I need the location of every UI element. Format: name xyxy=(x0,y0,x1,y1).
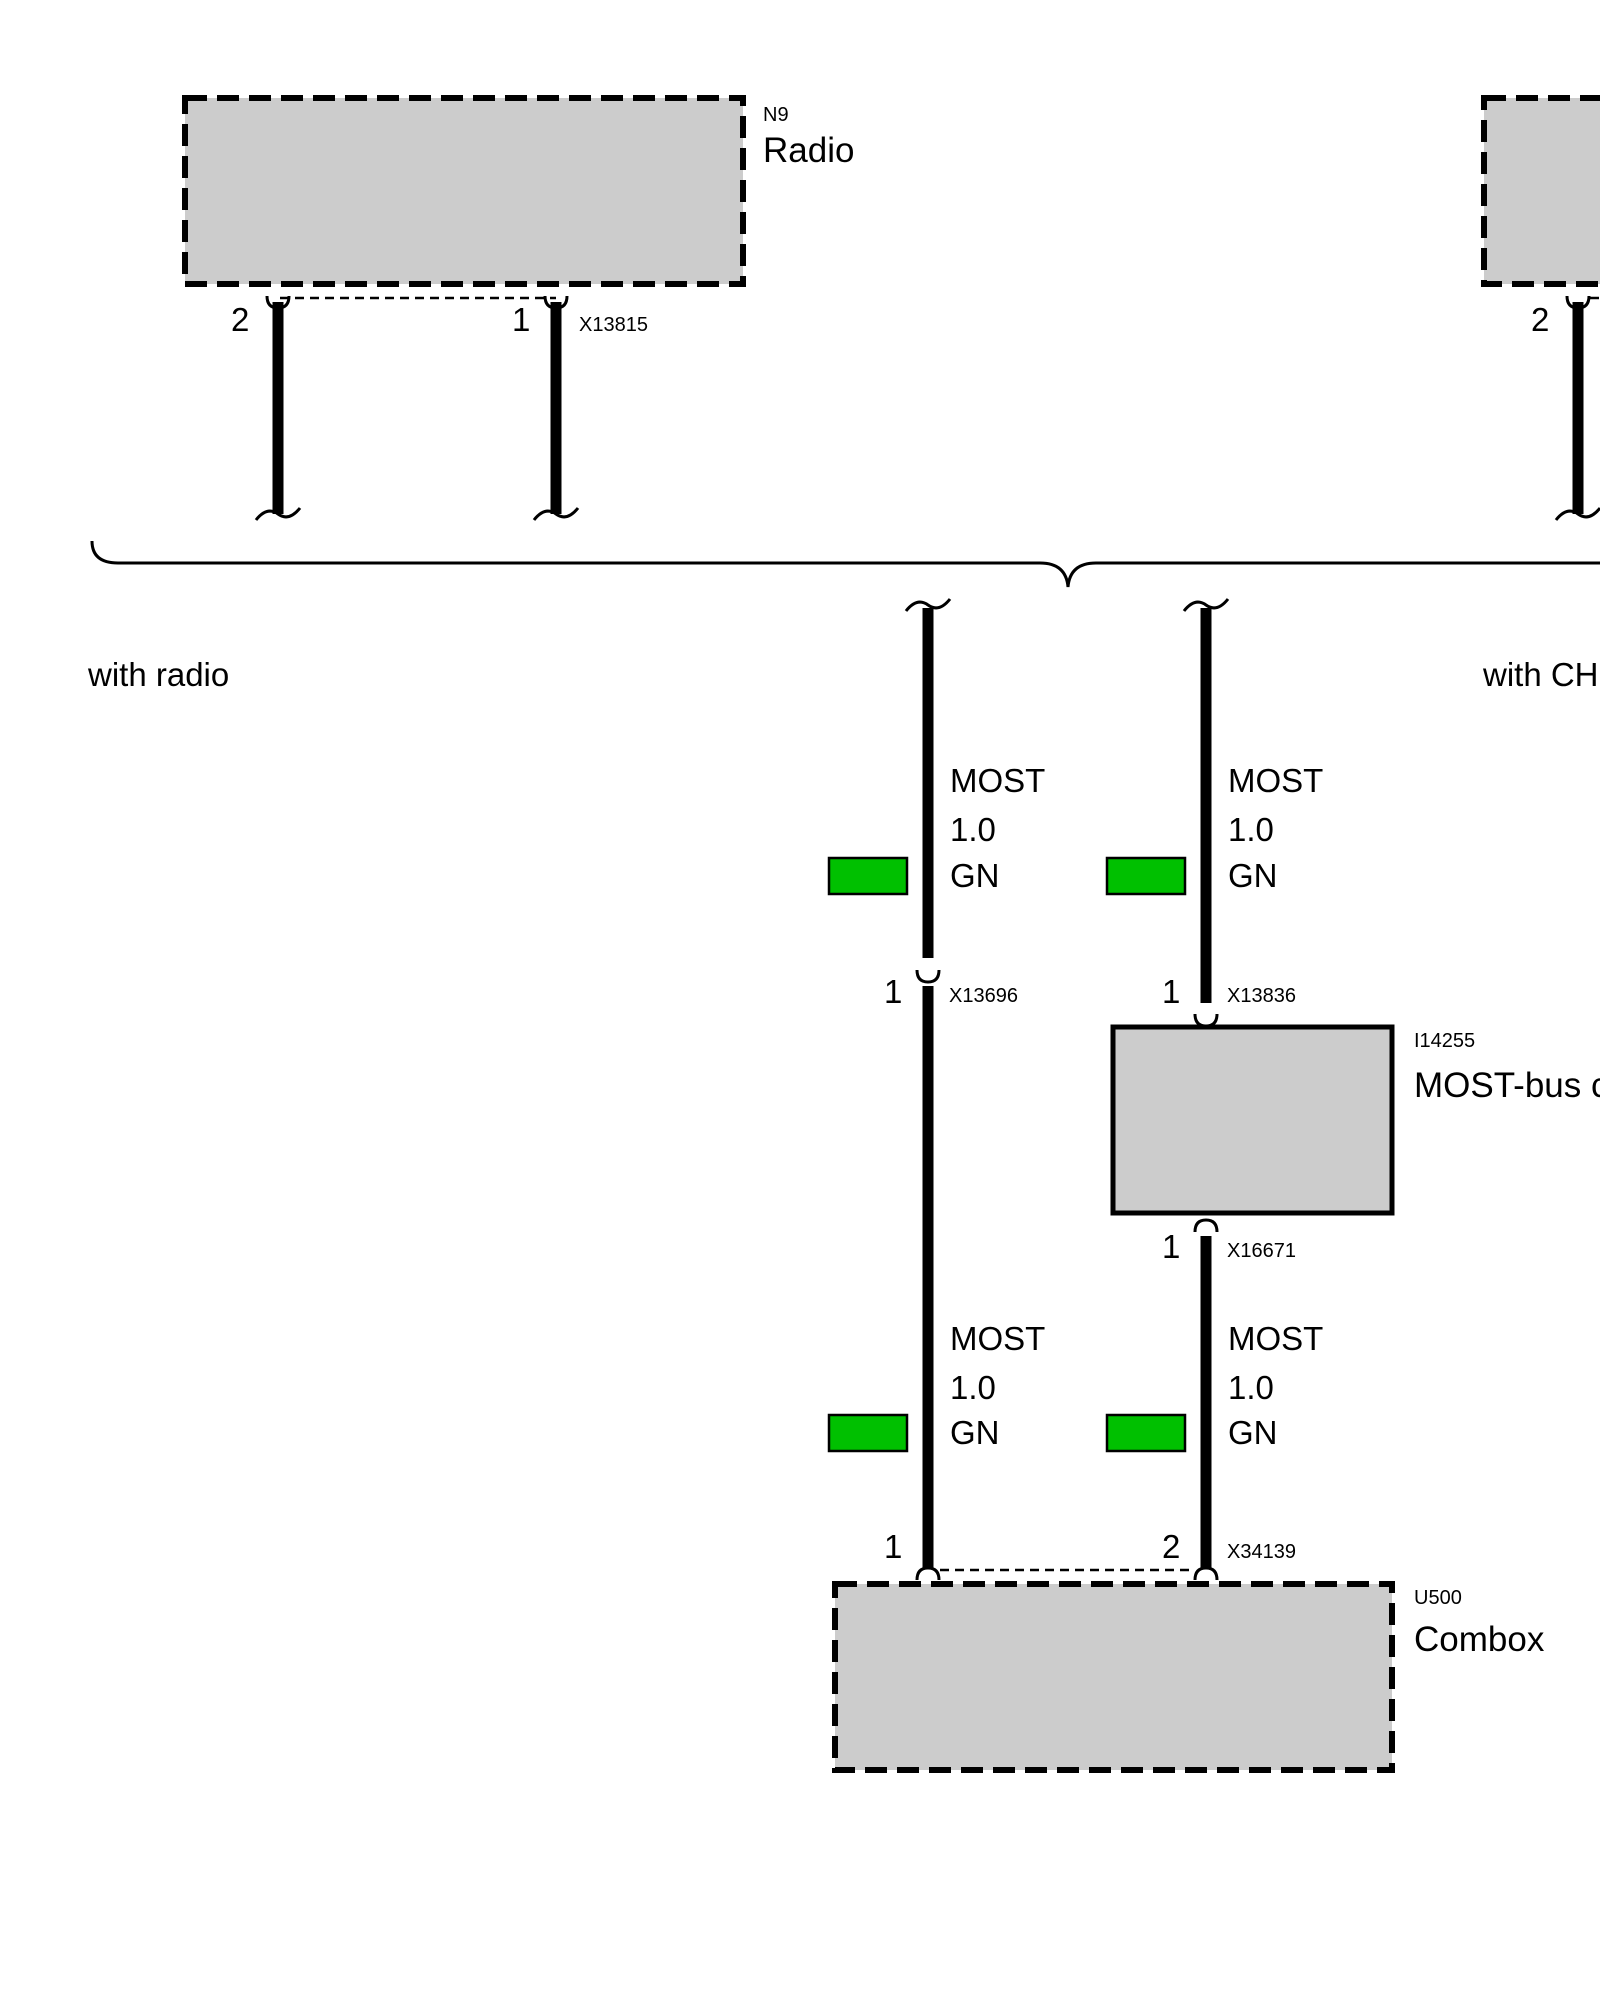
combox-pin1-hook xyxy=(915,1566,941,1581)
connector-x13836-code: X13836 xyxy=(1227,985,1296,1007)
most-bus-component[interactable]: I14255 MOST-bus c xyxy=(1110,1024,1600,1216)
wire-lower-right-color: GN xyxy=(1228,1414,1278,1451)
connector-x16671-hook xyxy=(1193,1218,1219,1233)
wire-lower-left-color-swatch xyxy=(827,1413,909,1453)
combox-pin-2-label: 2 xyxy=(1162,1528,1180,1565)
radio-wires[interactable] xyxy=(254,302,580,521)
combox-pin-1-label: 1 xyxy=(884,1528,902,1565)
connector-x13696: 1 X13696 xyxy=(884,969,1018,1010)
wire-upper-right-type: MOST xyxy=(1228,762,1323,799)
radio-code: N9 xyxy=(763,104,789,126)
wire-lower-left-type: MOST xyxy=(950,1320,1045,1357)
wire-upper-left-type: MOST xyxy=(950,762,1045,799)
wire-lower-right[interactable]: MOST 1.0 GN xyxy=(1105,1236,1323,1568)
wire-lower-left[interactable]: MOST 1.0 GN xyxy=(827,986,1045,1568)
wire-upper-right[interactable]: MOST 1.0 GN xyxy=(1105,598,1323,1003)
connector-x16671-code: X16671 xyxy=(1227,1240,1296,1262)
radio-component[interactable]: N9 Radio xyxy=(182,95,854,287)
combox-connector-x34139: 1 2 X34139 xyxy=(884,1528,1296,1581)
radio-connector-x13815: 2 1 X13815 xyxy=(231,295,648,338)
wire-lower-right-type: MOST xyxy=(1228,1320,1323,1357)
radio-box[interactable] xyxy=(182,95,746,287)
connector-x13696-hook xyxy=(915,969,941,984)
connector-x13696-code: X13696 xyxy=(949,985,1018,1007)
most-bus-box[interactable] xyxy=(1110,1024,1395,1216)
combox-code: U500 xyxy=(1414,1587,1462,1609)
wire-upper-left-color-swatch xyxy=(827,856,909,896)
wire-upper-right-color: GN xyxy=(1228,857,1278,894)
wire-lower-left-color: GN xyxy=(950,1414,1000,1451)
wire-upper-right-size: 1.0 xyxy=(1228,811,1274,848)
connector-x13836-pin-label: 1 xyxy=(1162,973,1180,1010)
right-unit-component[interactable]: 2 xyxy=(1481,95,1600,521)
combox-name: Combox xyxy=(1414,1620,1545,1659)
wire-upper-left-size: 1.0 xyxy=(950,811,996,848)
wire-lower-right-size: 1.0 xyxy=(1228,1369,1274,1406)
connector-x13836: 1 X13836 xyxy=(1162,973,1296,1028)
connector-x13696-pin-label: 1 xyxy=(884,973,902,1010)
wire-lower-left-size: 1.0 xyxy=(950,1369,996,1406)
connector-x16671-pin-label: 1 xyxy=(1162,1228,1180,1265)
radio-wire-pin2-break xyxy=(254,507,302,521)
wire-upper-right-color-swatch xyxy=(1105,856,1187,896)
radio-wire-pin1-break xyxy=(532,507,580,521)
wire-upper-left-color: GN xyxy=(950,857,1000,894)
wire-upper-left-break xyxy=(904,598,952,612)
connector-x16671: 1 X16671 xyxy=(1162,1218,1296,1265)
wire-upper-left[interactable]: MOST 1.0 GN xyxy=(827,598,1045,958)
combox-pin2-hook xyxy=(1193,1566,1219,1581)
right-unit-wire-break xyxy=(1554,507,1600,521)
most-bus-code: I14255 xyxy=(1414,1030,1475,1052)
combox-component[interactable]: U500 Combox xyxy=(832,1581,1545,1773)
combox-box[interactable] xyxy=(832,1581,1395,1773)
right-unit-pin-2-label: 2 xyxy=(1531,301,1549,338)
right-unit-box[interactable] xyxy=(1481,95,1600,287)
variant-brace xyxy=(90,540,1600,588)
radio-pin-1-label: 1 xyxy=(512,301,530,338)
combox-connector-code: X34139 xyxy=(1227,1541,1296,1563)
radio-pin-2-label: 2 xyxy=(231,301,249,338)
radio-name: Radio xyxy=(763,131,854,170)
radio-connector-code: X13815 xyxy=(579,314,648,336)
wire-lower-right-color-swatch xyxy=(1105,1413,1187,1453)
most-bus-name: MOST-bus c xyxy=(1414,1066,1600,1105)
variant-left-label: with radio xyxy=(87,656,229,693)
variant-right-label: with CH xyxy=(1482,656,1599,693)
connector-x13836-hook xyxy=(1193,1013,1219,1028)
wire-upper-right-break xyxy=(1182,598,1230,612)
